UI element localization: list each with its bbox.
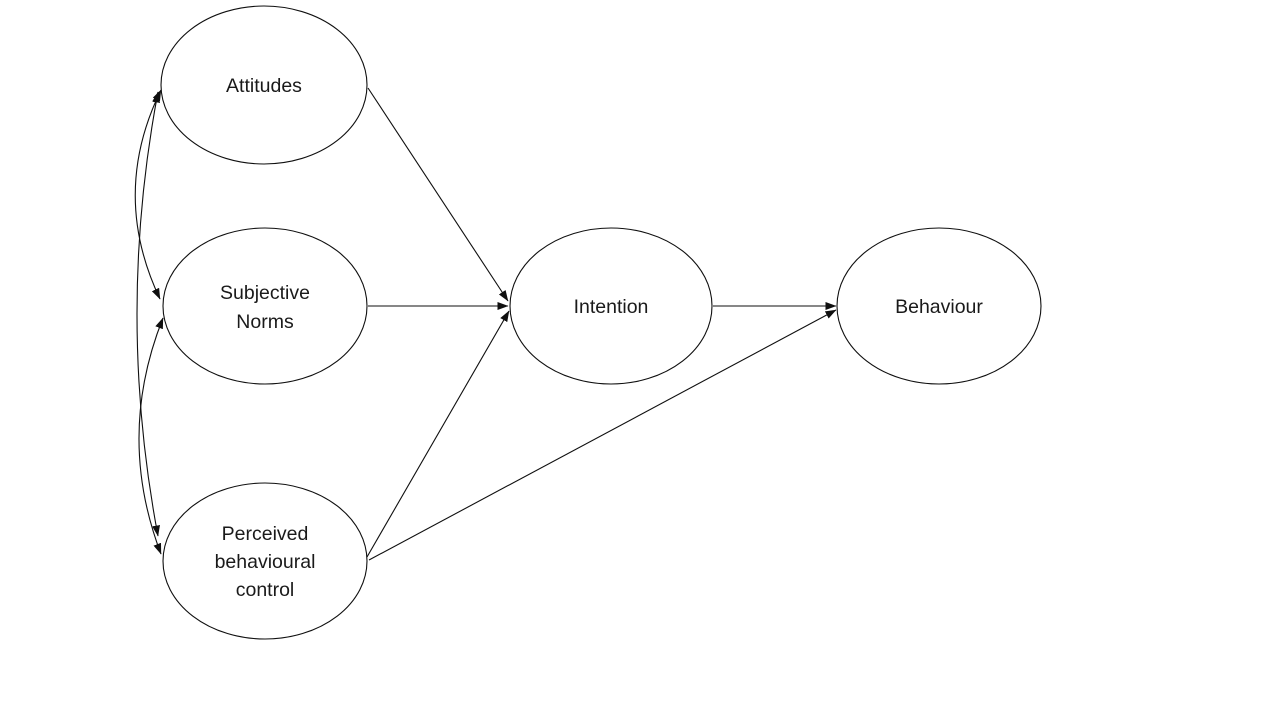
node-attitudes: Attitudes [160,5,368,165]
attitudes-ellipse [160,5,368,165]
node-behaviour: Behaviour [836,227,1042,385]
bidirectional-edges [134,89,164,555]
edge-perceived-behavioural-control-to-behaviour [368,309,837,561]
edge-attitudes-to-intention [367,87,509,302]
directed-edges [366,87,837,561]
edge-attitudes-perceived-behavioural-control-bidirectional [136,91,160,537]
edge-subjective-norms-perceived-behavioural-control-bidirectional [138,317,164,555]
edge-perceived-behavioural-control-to-intention [366,310,510,558]
behaviour-ellipse [836,227,1042,385]
subjective-norms-label-line2: Norms [236,311,294,333]
perceived-behavioural-control-label-line1: Perceived [222,523,309,545]
intention-ellipse [509,227,713,385]
intention-label: Intention [574,296,649,318]
subjective-norms-label-line1: Subjective [220,282,310,304]
perceived-behavioural-control-ellipse [162,482,368,640]
attitudes-label: Attitudes [226,75,302,97]
perceived-behavioural-control-label-line2: behavioural [215,551,316,573]
node-subjective-norms: Subjective Norms [162,227,368,385]
edge-attitudes-subjective-norms-bidirectional [134,89,162,300]
behaviour-label: Behaviour [895,296,983,318]
perceived-behavioural-control-label-line3: control [236,579,295,601]
node-intention: Intention [509,227,713,385]
node-perceived-behavioural-control: Perceived behavioural control [162,482,368,640]
subjective-norms-ellipse [162,227,368,385]
